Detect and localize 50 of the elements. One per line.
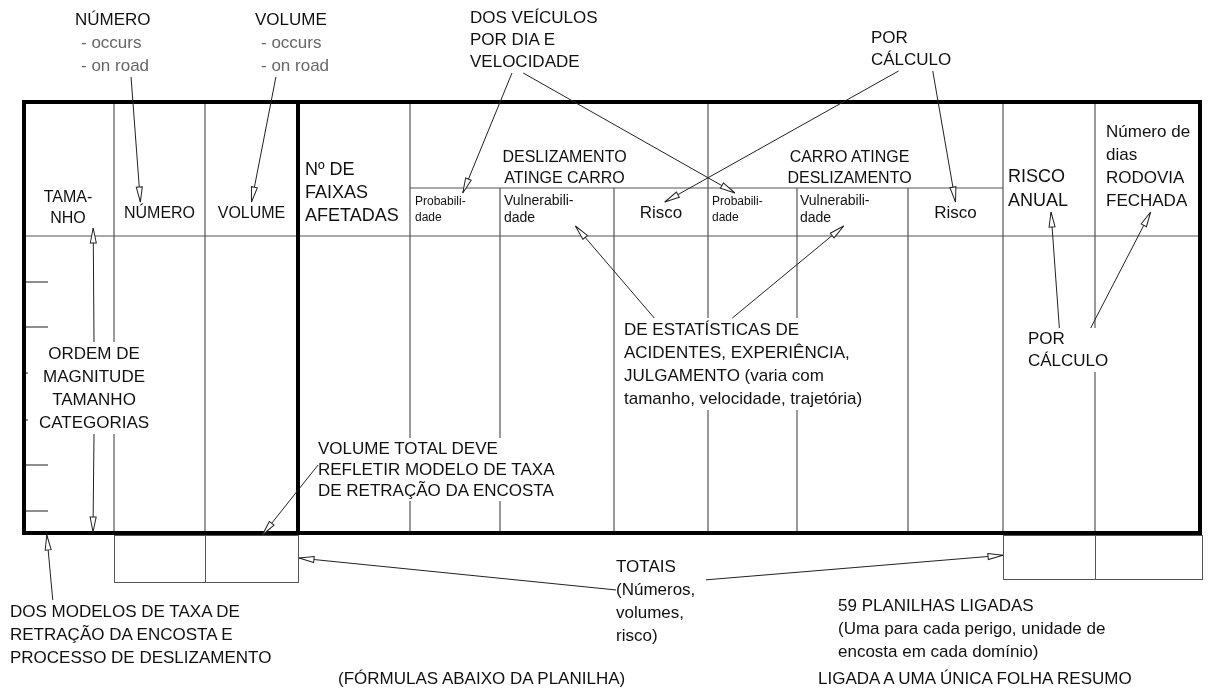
callout-arrow [298,556,617,591]
column-header: NÚMERO [114,202,205,224]
annotation-note: - on road [80,55,150,77]
footer-note: (FÓRMULAS ABAIXO DA PLANILHA) [338,668,627,690]
callout-arrow [731,225,845,319]
column-header: RODOVIA FECHADA [1106,167,1189,212]
annotation-text: POR CÁLCULO [871,27,966,71]
annotation-text: DOS MODELOS DE TAXA DE RETRAÇÃO DA ENCOSTA E PROCESSO DE DESLIZAMENTO [10,600,295,669]
callout-arrow [130,76,143,203]
callout-arrow [664,70,900,203]
footer-note: LIGADA A UMA ÚNICA FOLHA RESUMO [818,668,1133,690]
column-header: Probabili- dade [415,193,477,225]
callout-arrow [1048,211,1060,329]
column-header: Nº DE FAIXAS AFETADAS [305,158,407,227]
callout-arrow [250,76,277,203]
annotation-note: - occurs [80,32,142,54]
callout-arrow [932,70,957,203]
spreadsheet-frame [22,100,1202,535]
totals-cell [1003,535,1096,580]
callout-arrow [1090,211,1152,329]
column-header: Risco [908,202,1003,224]
column-header: Número de dias [1106,121,1192,166]
callout-arrow [705,553,1004,581]
annotation-text: NÚMERO [75,9,151,31]
annotation-note: - occurs [260,32,322,54]
column-group-header: DESLIZAMENTO ATINGE CARRO [492,146,637,188]
callout-arrow [89,227,97,343]
callout-arrow [574,225,655,319]
callout-arrow [522,72,736,194]
callout-arrow [44,534,54,601]
annotation-text: DOS VEÍCULOS POR DIA E VELOCIDADE [470,7,610,73]
column-header: Risco [614,202,708,224]
callout-arrow [261,464,319,536]
column-header: Probabili- dade [712,193,774,225]
column-group-header: CARRO ATINGE DESLIZAMENTO [772,146,927,188]
column-header: VOLUME [205,202,298,224]
totals-cell [205,535,299,583]
column-header: Vulnerabili- dade [800,192,884,226]
annotation-text: 59 PLANILHAS LIGADAS [838,595,1035,617]
annotation-note: (Uma para cada perigo, unidade de encosta em cada domínio) [838,618,1107,663]
annotation-text: TOTAIS (Números, volumes, risco) [616,555,706,647]
column-header: TAMA- NHO [40,186,96,228]
column-header: Vulnerabili- dade [504,192,588,226]
column-header: RISCO ANUAL [1008,164,1094,212]
totals-cell [114,535,206,583]
callout-arrow [89,433,97,533]
annotation-text: VOLUME [255,9,327,31]
callout-arrow [462,72,513,194]
annotation-note: - on road [260,55,330,77]
totals-cell [1095,535,1203,580]
